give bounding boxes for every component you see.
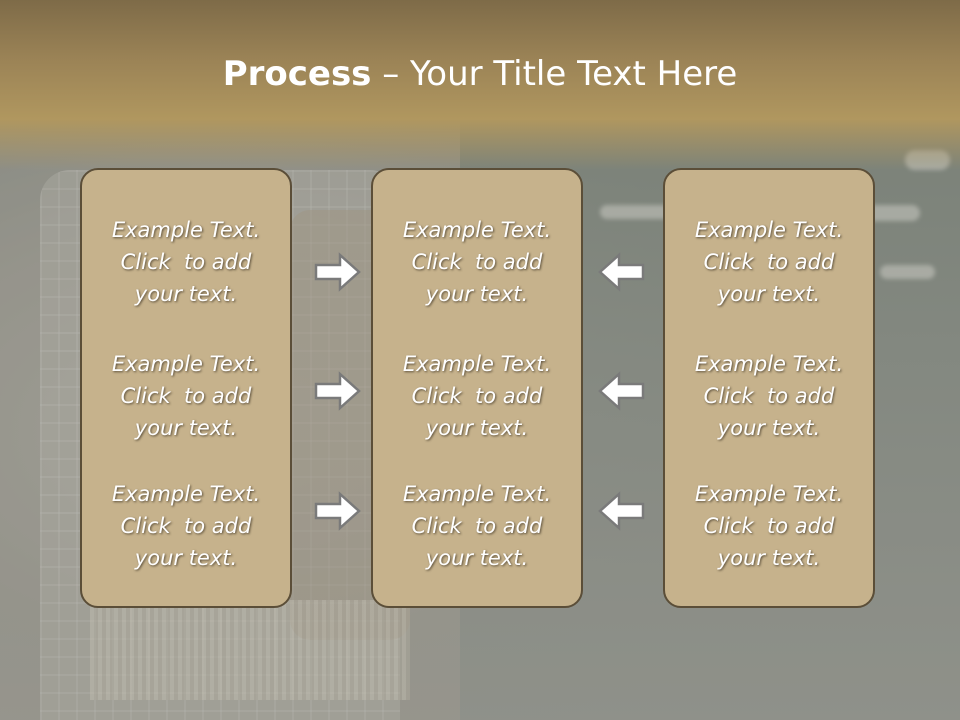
process-box-right[interactable]: Example Text. Click to add your text. Ex… — [663, 168, 875, 608]
process-box-left[interactable]: Example Text. Click to add your text. Ex… — [80, 168, 292, 608]
text-line: Example Text. — [694, 482, 844, 506]
placeholder-text[interactable]: Example Text. Click to add your text. — [82, 214, 290, 310]
text-line: your text. — [425, 416, 529, 440]
right-arrow-icon[interactable] — [314, 491, 362, 531]
process-box-center[interactable]: Example Text. Click to add your text. Ex… — [371, 168, 583, 608]
text-line: your text. — [134, 282, 238, 306]
text-line: your text. — [425, 546, 529, 570]
text-line: Click to add — [411, 514, 543, 538]
text-line: Click to add — [120, 384, 252, 408]
slide-title[interactable]: Process – Your Title Text Here — [0, 52, 960, 96]
text-line: your text. — [134, 546, 238, 570]
title-band — [0, 0, 960, 170]
right-arrow-icon[interactable] — [314, 252, 362, 292]
placeholder-text[interactable]: Example Text. Click to add your text. — [373, 348, 581, 444]
right-arrow-icon[interactable] — [314, 371, 362, 411]
text-line: Example Text. — [111, 482, 261, 506]
text-line: Example Text. — [402, 352, 552, 376]
text-line: Example Text. — [694, 352, 844, 376]
sweater-hem-background — [90, 600, 410, 700]
title-strong: Process — [222, 54, 372, 94]
text-line: your text. — [717, 546, 821, 570]
text-line: Click to add — [411, 384, 543, 408]
text-line: Click to add — [120, 250, 252, 274]
placeholder-text[interactable]: Example Text. Click to add your text. — [373, 478, 581, 574]
text-line: your text. — [425, 282, 529, 306]
chalk-mark — [860, 205, 920, 221]
placeholder-text[interactable]: Example Text. Click to add your text. — [373, 214, 581, 310]
title-rest: – Your Title Text Here — [371, 54, 738, 94]
left-arrow-icon[interactable] — [597, 252, 645, 292]
text-line: Click to add — [120, 514, 252, 538]
text-line: your text. — [717, 416, 821, 440]
chalk-mark — [600, 205, 680, 219]
text-line: your text. — [134, 416, 238, 440]
placeholder-text[interactable]: Example Text. Click to add your text. — [665, 348, 873, 444]
chalk-mark — [880, 265, 935, 279]
text-line: Click to add — [703, 514, 835, 538]
text-line: Example Text. — [402, 482, 552, 506]
placeholder-text[interactable]: Example Text. Click to add your text. — [665, 478, 873, 574]
placeholder-text[interactable]: Example Text. Click to add your text. — [82, 348, 290, 444]
placeholder-text[interactable]: Example Text. Click to add your text. — [82, 478, 290, 574]
left-arrow-icon[interactable] — [597, 371, 645, 411]
placeholder-text[interactable]: Example Text. Click to add your text. — [665, 214, 873, 310]
text-line: Click to add — [411, 250, 543, 274]
text-line: Example Text. — [111, 352, 261, 376]
text-line: Click to add — [703, 250, 835, 274]
text-line: your text. — [717, 282, 821, 306]
text-line: Example Text. — [402, 218, 552, 242]
text-line: Example Text. — [694, 218, 844, 242]
text-line: Example Text. — [111, 218, 261, 242]
left-arrow-icon[interactable] — [597, 491, 645, 531]
text-line: Click to add — [703, 384, 835, 408]
